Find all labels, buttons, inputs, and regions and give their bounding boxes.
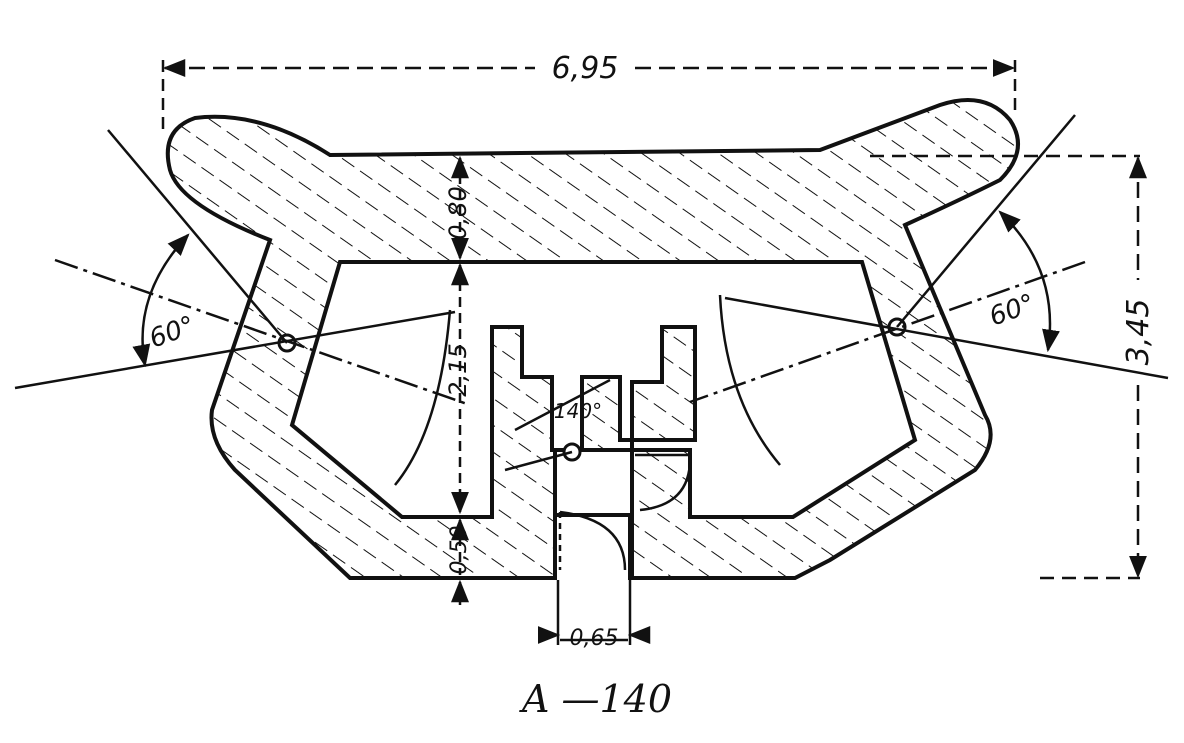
door-swings [558,453,692,571]
firing-arcs [394,294,781,486]
angle-arcs [132,210,1060,368]
central-angle-label: 140° [554,399,602,423]
field-of-fire-lines [14,114,1169,472]
entrance-width-label: 0,65 [570,626,619,651]
roof-thickness-label: 0,80 [444,186,472,239]
interior-height-label: 2,15 [444,343,472,396]
overall-height-dimension [870,154,1147,580]
overall-height-label: 3,45 [1121,299,1156,366]
drawing-caption: A —140 [519,677,672,721]
entrance-width-dimension [537,580,651,645]
floor-thickness-label: 0,50 [447,526,472,575]
left-angle-label: 60° [145,311,199,355]
interior-outlines [553,440,634,578]
overall-width-dimension [161,59,1017,135]
overall-width-label: 6,95 [552,51,619,86]
